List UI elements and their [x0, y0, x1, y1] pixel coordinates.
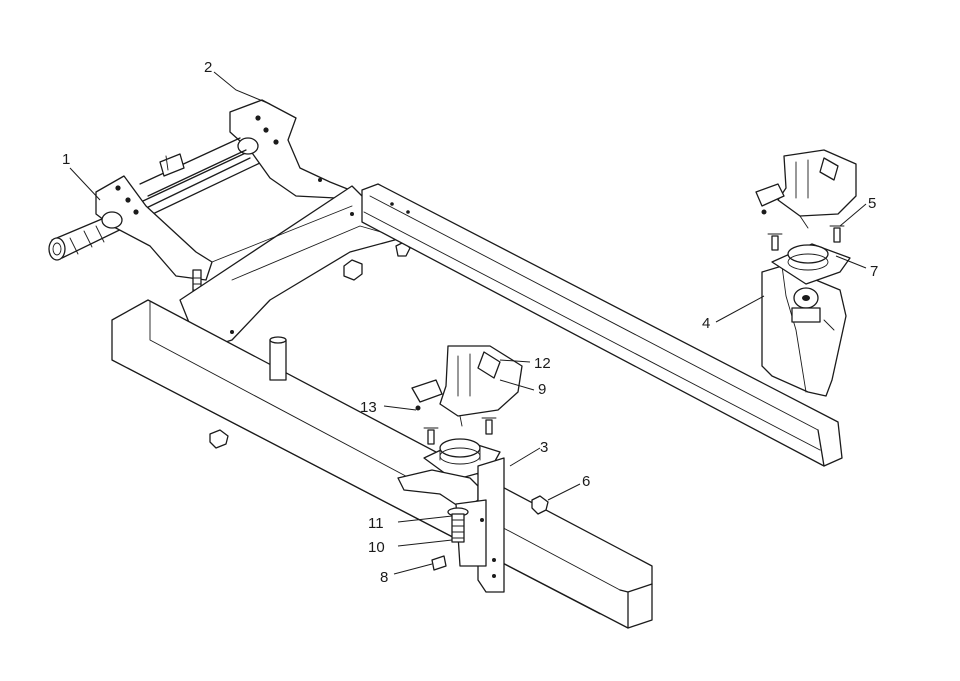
bolt-top-right-left-mount — [481, 417, 497, 435]
coil-washer-stack — [447, 507, 469, 543]
right-bracket — [229, 99, 351, 199]
callout-5: 5 — [868, 195, 876, 212]
axle-support-bar — [139, 137, 247, 197]
callout-1: 1 — [62, 151, 70, 168]
callout-labels: 1 2 3 4 5 6 7 8 9 10 11 12 13 — [62, 59, 878, 586]
bolt-left-right-mount — [767, 233, 783, 251]
frame-post — [269, 336, 287, 381]
callout-2: 2 — [204, 59, 212, 76]
callout-6: 6 — [582, 473, 590, 490]
upper-mount-cradle-right — [755, 149, 857, 229]
left-bracket — [95, 175, 213, 281]
upper-mount-cradle-left — [411, 345, 523, 427]
callout-4: 4 — [702, 315, 710, 332]
callout-13: 13 — [360, 399, 377, 416]
leader-lines — [69, 71, 867, 575]
bolt-part-5 — [829, 225, 845, 243]
callout-3: 3 — [540, 439, 548, 456]
mount-bracket-left — [397, 457, 505, 593]
bolt-part-13-top-left — [423, 427, 439, 445]
lower-nut-left — [209, 429, 229, 449]
nut-part-6 — [531, 495, 549, 515]
callout-8: 8 — [380, 569, 388, 586]
callout-9: 9 — [538, 381, 546, 398]
right-frame-rail — [361, 183, 843, 467]
callout-12: 12 — [534, 355, 551, 372]
callout-10: 10 — [368, 539, 385, 556]
bolt-part-8 — [431, 555, 447, 571]
rubber-insulator-right — [771, 243, 851, 323]
mount-bracket-right — [761, 265, 847, 397]
callout-11: 11 — [368, 515, 384, 532]
callout-7: 7 — [870, 263, 878, 280]
